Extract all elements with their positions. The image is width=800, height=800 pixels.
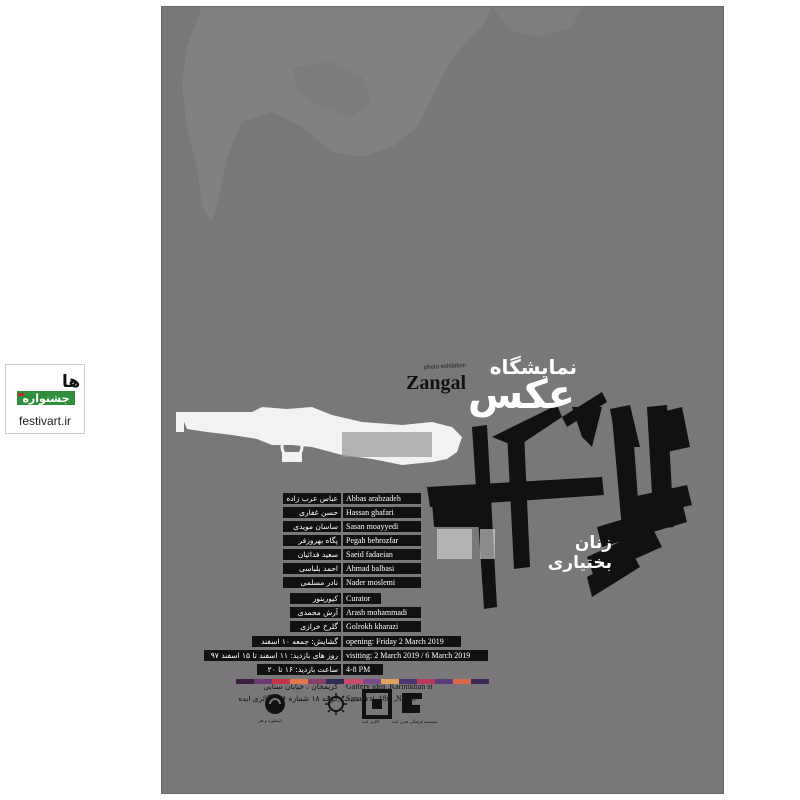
photo-insets	[437, 529, 495, 559]
exhibition-poster: نمایشگاه عکس Zangal photo exhibition زنا…	[161, 6, 724, 794]
curator-label-fa: کیوریتور	[290, 593, 341, 604]
title-fa-top: نمایشگاه	[489, 355, 577, 379]
artist-en: Nader moslemi	[343, 577, 421, 588]
artist-en: Abbas arabzadeh	[343, 493, 421, 504]
title-fa-main: عکس	[467, 372, 575, 418]
festivart-badge[interactable]: ها جشنواره festivart.ir	[5, 364, 85, 434]
color-strip-segment	[326, 679, 345, 684]
rifle-illustration	[176, 407, 462, 465]
artist-fa: ساسان مویدی	[283, 521, 341, 532]
color-strip-segment	[398, 679, 417, 684]
stock-halftone	[342, 432, 432, 457]
sponsor-eshragh-caption: گروه هنری اشراق	[338, 697, 369, 702]
sponsor-ostoore-caption: اسطوره و هنر	[258, 718, 282, 723]
sponsor-ostoore-logo-icon	[265, 694, 285, 714]
opening-fa: گشایش: جمعه ۱۰ اسفند	[252, 636, 341, 647]
artist-fa: پگاه بهروزفر	[283, 535, 341, 546]
color-strip-segment	[434, 679, 453, 684]
address-fa-line1: کریمخان ، خیابان سنایی	[263, 682, 338, 691]
sponsor-eshragh-logo-icon	[325, 693, 347, 715]
subtitle-fa: زنان بختیاری	[547, 533, 612, 573]
opening-en: opening: Friday 2 March 2019	[343, 636, 461, 647]
artist-en: Saeid fadaeian	[343, 549, 421, 560]
sponsor-idea-gallery-caption: گالری ایده	[362, 719, 380, 724]
hours-en: 4-8 PM	[343, 664, 383, 675]
visiting-fa: روز های بازدید: ۱۱ اسفند تا ۱۵ اسفند ۹۷	[204, 650, 341, 661]
curator-name-fa: آرش محمدی	[290, 607, 341, 618]
curator-name-fa: گلرخ خرازی	[290, 621, 341, 632]
color-strip-segment	[362, 679, 381, 684]
sponsor-idea-gallery-logo-icon	[362, 689, 392, 719]
color-strip-segment	[471, 679, 490, 684]
artist-fa: احمد بلباسی	[283, 563, 341, 574]
color-strip-segment	[236, 679, 255, 684]
color-strip-segment	[344, 679, 363, 684]
curator-name-en: Arash mohammadi	[343, 607, 421, 618]
color-strip-segment	[380, 679, 399, 684]
color-strip-segment	[308, 679, 327, 684]
artist-fa: سعید فدائیان	[283, 549, 341, 560]
color-strip-segment	[254, 679, 273, 684]
sponsor-idea-institute-caption: موسسه فرهنگی هنری ایده	[392, 719, 438, 724]
hours-fa: ساعت بازدید: ۱۶ تا ۲۰	[257, 664, 341, 675]
logo-text-main: جشنواره	[22, 392, 69, 405]
logo-text-top: ها	[62, 372, 80, 392]
artist-fa: نادر مسلمی	[283, 577, 341, 588]
title-en: Zangal	[406, 372, 467, 394]
festivart-site-label: festivart.ir	[18, 414, 71, 428]
address-en-line1: Gallery idea ,Karimkhan st	[346, 682, 433, 691]
color-strip-segment	[290, 679, 309, 684]
curator-label-en: Curator	[343, 593, 381, 604]
artist-en: Hassan ghafari	[343, 507, 421, 518]
artist-en: Pegah behrozfar	[343, 535, 421, 546]
color-strip-segment	[416, 679, 435, 684]
color-strip-segment	[272, 679, 291, 684]
color-strip	[236, 679, 490, 684]
brush-strokes	[427, 392, 692, 609]
artist-fa: عباس عرب زاده	[283, 493, 341, 504]
artist-fa: حسن غفاری	[283, 507, 341, 518]
curator-name-en: Golrokh kharazi	[343, 621, 421, 632]
festivart-logo-icon: ها جشنواره	[17, 372, 80, 405]
map-texture	[182, 7, 582, 222]
color-strip-segment	[452, 679, 472, 684]
sponsor-idea-institute-logo-icon	[402, 693, 422, 713]
address-en-line2: Sanaei st ,18st ,No 26	[346, 694, 416, 703]
artist-en: Sasan moayyedi	[343, 521, 421, 532]
artist-en: Ahmad balbasi	[343, 563, 421, 574]
visiting-en: visiting: 2 March 2019 / 6 March 2019	[343, 650, 488, 661]
